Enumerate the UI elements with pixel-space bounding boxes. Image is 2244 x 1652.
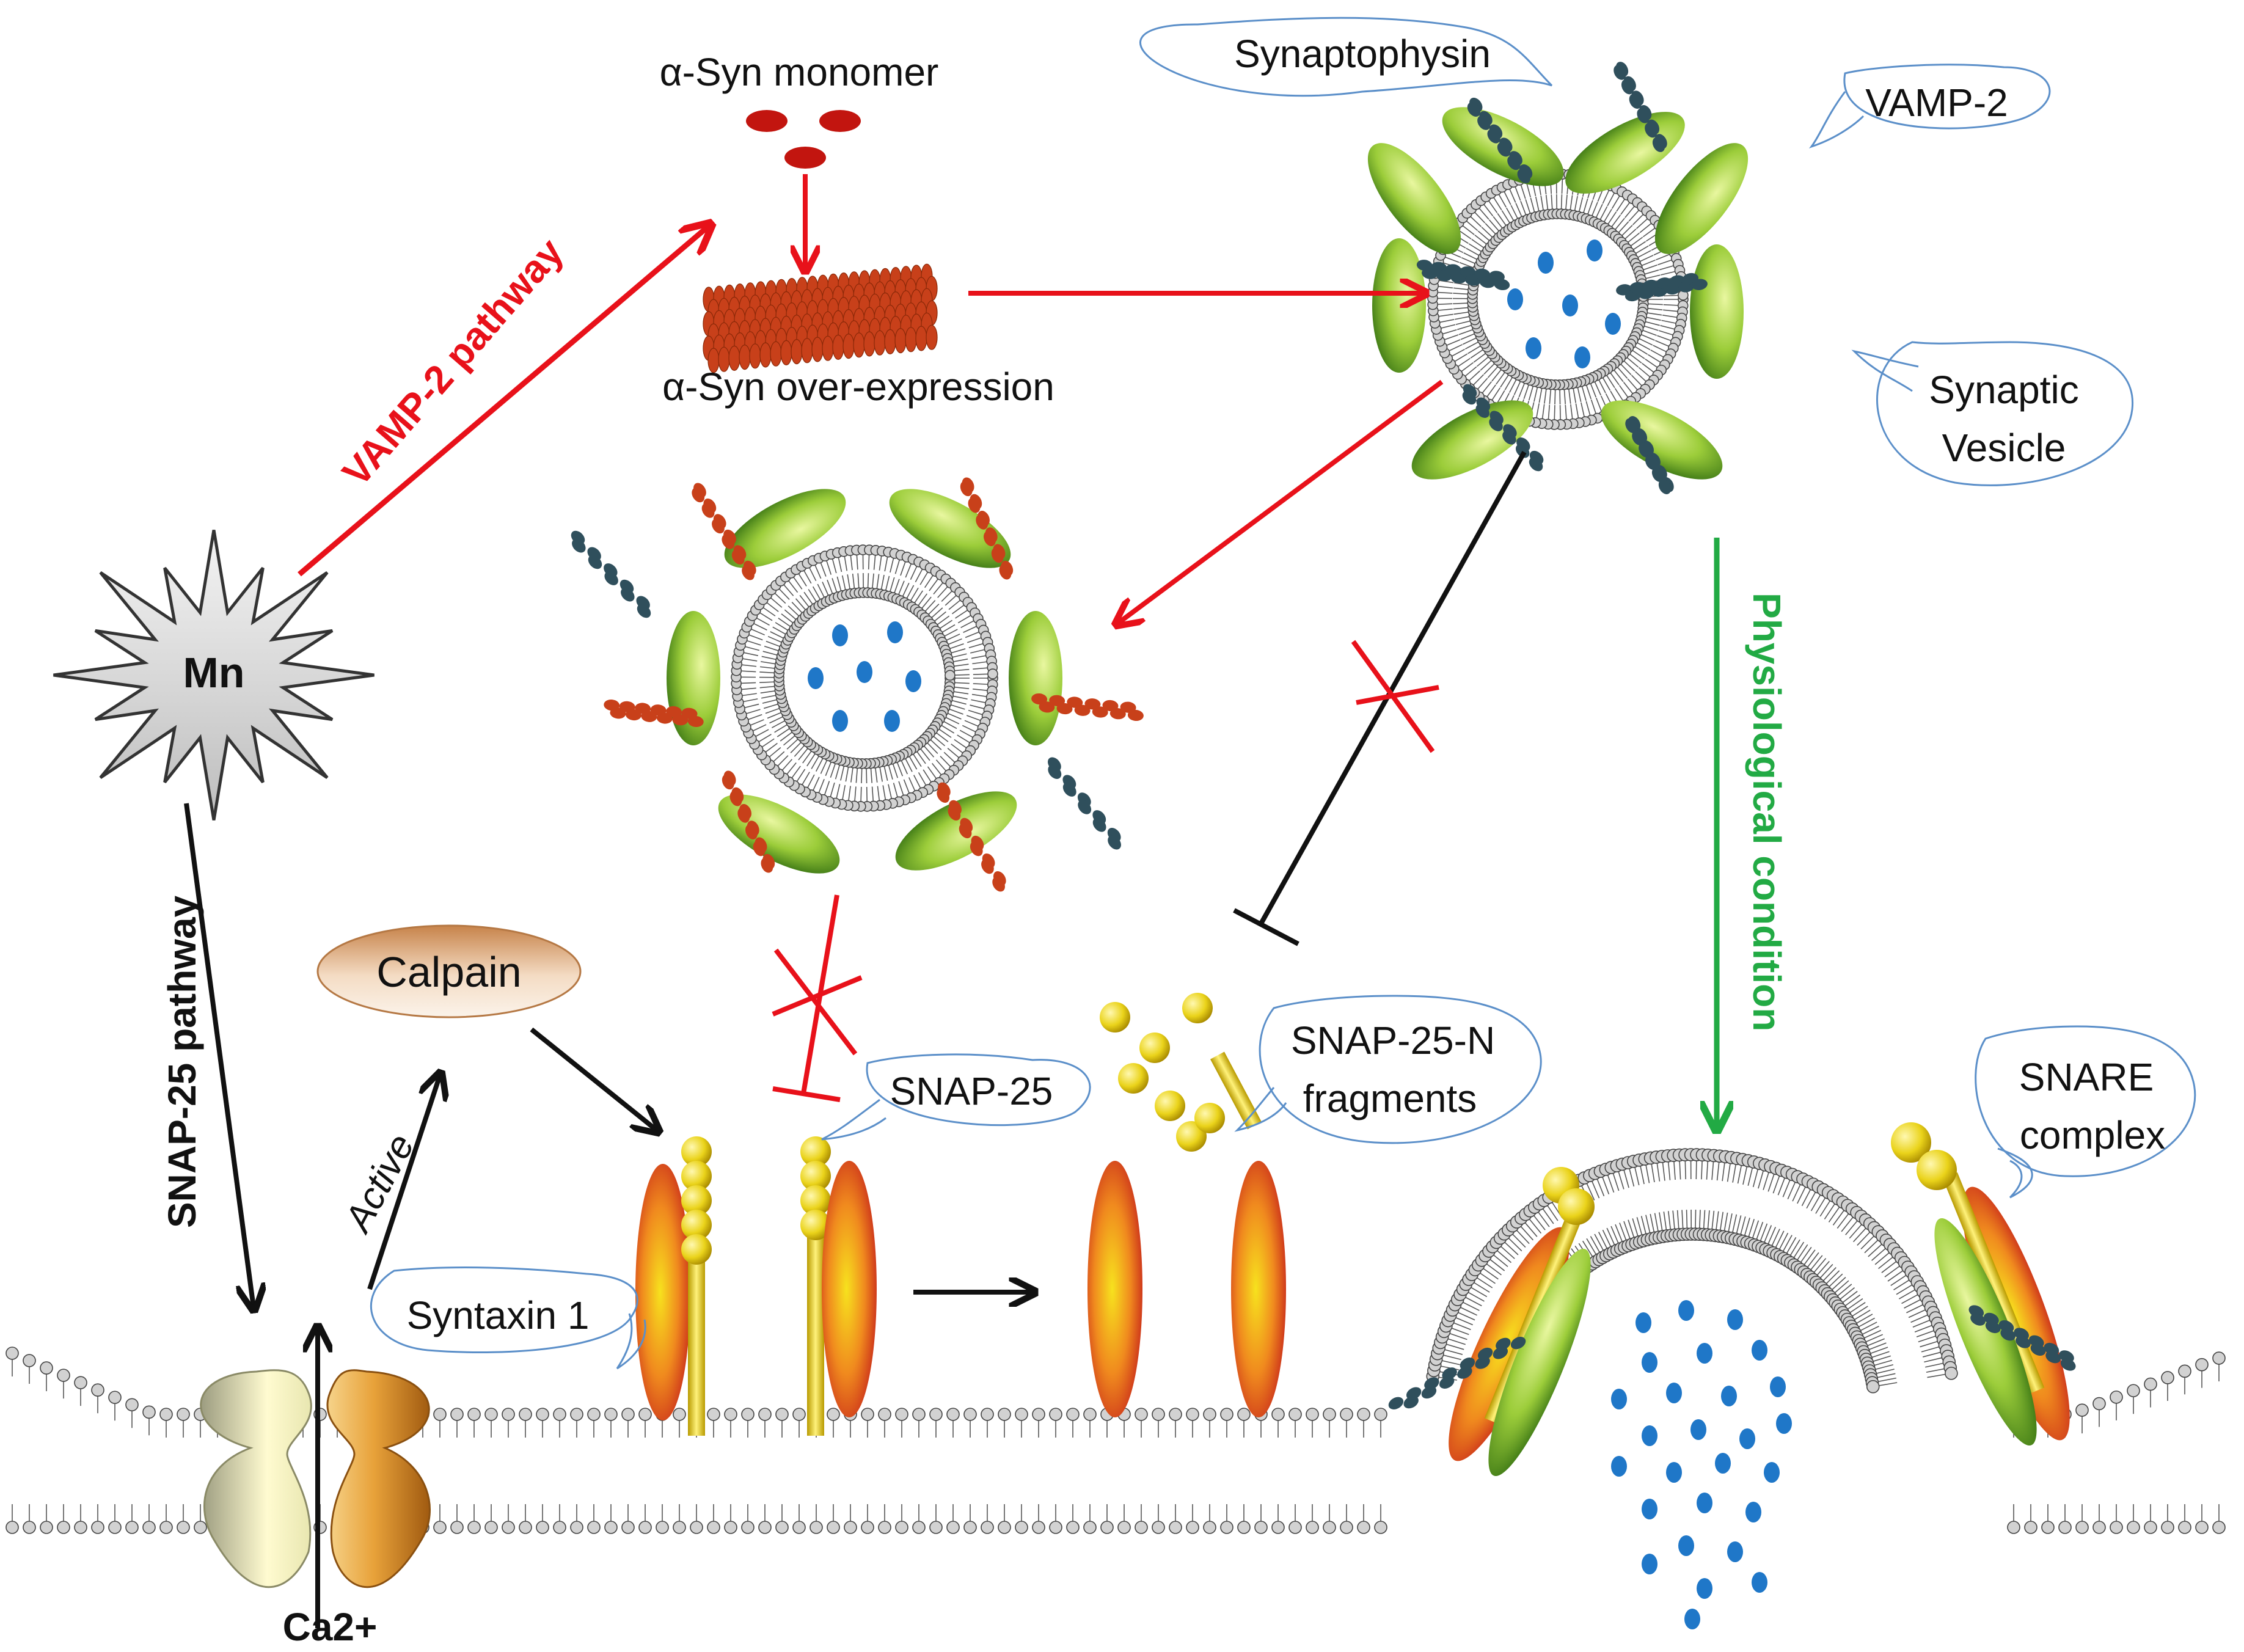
vesicle-to-asyn-vesicle-arrow <box>1118 382 1442 623</box>
syntaxin-cleaved <box>1087 1161 1286 1417</box>
label-asyn-monomer: α-Syn monomer <box>660 50 939 94</box>
snare-complex-icon <box>1386 1122 2089 1485</box>
label-vamp2-pathway: VAMP-2 pathway <box>334 230 572 494</box>
label-active: Active <box>336 1127 423 1240</box>
asyn-aggregate-icon <box>703 264 937 373</box>
label-snare-2: complex <box>2020 1113 2165 1157</box>
synaptic-vesicle-asyn-bound <box>568 473 1144 894</box>
label-snap25: SNAP-25 <box>890 1069 1053 1113</box>
asyn-monomer-icon <box>746 110 861 169</box>
label-physiological-condition: Physiological condition <box>1745 593 1789 1031</box>
syntaxin-snap25-complex <box>635 1136 877 1436</box>
label-synaptophysin: Synaptophysin <box>1234 32 1491 76</box>
inhibition-line-vesicle <box>1262 452 1524 923</box>
snap25n-fragments-icon <box>1100 993 1262 1152</box>
label-calpain: Calpain <box>376 948 521 996</box>
label-mn: Mn <box>183 649 244 696</box>
label-snare-1: SNARE <box>2019 1055 2154 1099</box>
block-x-1a <box>776 950 855 1054</box>
label-snap25-pathway: SNAP-25 pathway <box>160 895 204 1228</box>
label-synaptic-vesicle-1: Synaptic <box>1929 368 2078 412</box>
label-snap25n-1: SNAP-25-N <box>1291 1018 1495 1062</box>
label-synaptic-vesicle-2: Vesicle <box>1942 426 2066 470</box>
label-ca2: Ca2+ <box>283 1605 378 1649</box>
calpain-to-snap25-arrow <box>532 1029 657 1130</box>
label-syntaxin1: Syntaxin 1 <box>407 1293 590 1337</box>
label-vamp2: VAMP-2 <box>1865 81 2008 125</box>
inhibition-bar-asyn-vesicle <box>773 1089 840 1100</box>
label-snap25n-2: fragments <box>1303 1076 1477 1120</box>
synaptic-vesicle-normal <box>1352 60 1764 497</box>
callout-snare <box>1976 1026 2195 1197</box>
text-labels: α-Syn monomer α-Syn over-expression Syna… <box>160 32 2165 1649</box>
released-neurotransmitter <box>1611 1413 1792 1629</box>
label-asyn-overexpression: α-Syn over-expression <box>662 365 1054 409</box>
